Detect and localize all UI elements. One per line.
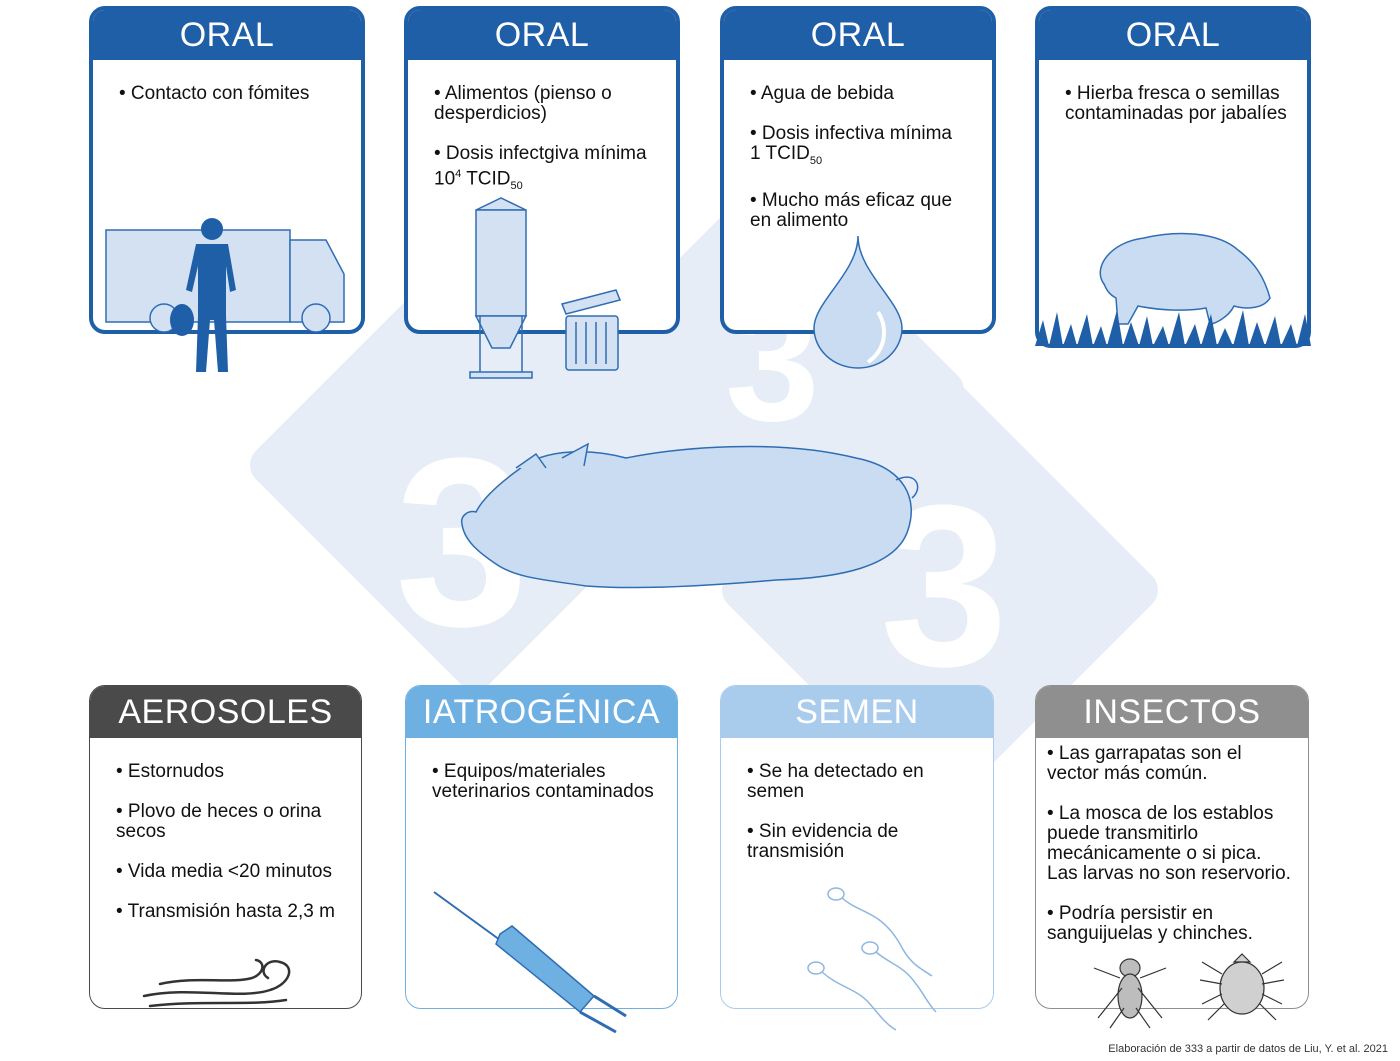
sperm-icon (807, 887, 937, 1031)
card-line: • Contacto con fómites (119, 83, 310, 104)
card-line: • Plovo de heces o orina secos (116, 801, 322, 842)
wind-icon (142, 958, 291, 1008)
pig-icon (460, 442, 919, 589)
card-line: • Transmisión hasta 2,3 m (116, 901, 335, 922)
card-line: • Mucho más eficaz que en alimento (750, 189, 953, 231)
tick-icon (1200, 953, 1284, 1021)
card-title: ORAL (1039, 10, 1307, 60)
card-line: • Equipos/materiales veterinarios contam… (432, 761, 654, 802)
card-line: • Podría persistir en sanguijuelas y chi… (1047, 903, 1253, 944)
card-title: IATROGÉNICA (406, 686, 677, 738)
card-line: • Alimentos (pienso o desperdicios) (434, 83, 612, 124)
card-aerosoles: AEROSOLES • Estornudos • Plovo de heces … (89, 685, 362, 1009)
card-line: • La mosca de los establos puede transmi… (1047, 803, 1291, 884)
person-icon (170, 218, 236, 372)
trash-can-icon (560, 289, 622, 371)
card-title: ORAL (93, 10, 361, 60)
feed-silo-icon (469, 197, 533, 379)
card-line: • Sin evidencia de transmisión (747, 821, 899, 862)
card-insectos: INSECTOS • Las garrapatas son el vector … (1035, 685, 1309, 1009)
grass-icon (1035, 310, 1311, 346)
card-oral-food: ORAL • Alimentos (pienso o desperdicios)… (404, 6, 680, 334)
card-line: • Agua de bebida (750, 83, 895, 104)
water-drop-icon (813, 235, 903, 369)
card-title: INSECTOS (1036, 686, 1308, 738)
card-title: ORAL (408, 10, 676, 60)
credit-text: Elaboración de 333 a partir de datos de … (1108, 1043, 1388, 1055)
card-title: SEMEN (721, 686, 993, 738)
syringe-icon (433, 891, 627, 1034)
fly-icon (1093, 958, 1167, 1029)
card-line: • Estornudos (116, 761, 225, 782)
card-line: • Se ha detectado en semen (747, 761, 924, 802)
card-line: • Hierba fresca o semillas contaminadas … (1065, 83, 1287, 124)
card-title: AEROSOLES (90, 686, 361, 738)
card-line: • Vida media <20 minutos (116, 861, 332, 882)
wild-boar-icon (1099, 232, 1271, 325)
card-semen: SEMEN • Se ha detectado en semen • Sin e… (720, 685, 994, 1009)
card-title: ORAL (724, 10, 992, 60)
card-line: • Las garrapatas son el vector más común… (1047, 743, 1242, 784)
card-oral-water: ORAL • Agua de bebida • Dosis infectiva … (720, 6, 996, 334)
